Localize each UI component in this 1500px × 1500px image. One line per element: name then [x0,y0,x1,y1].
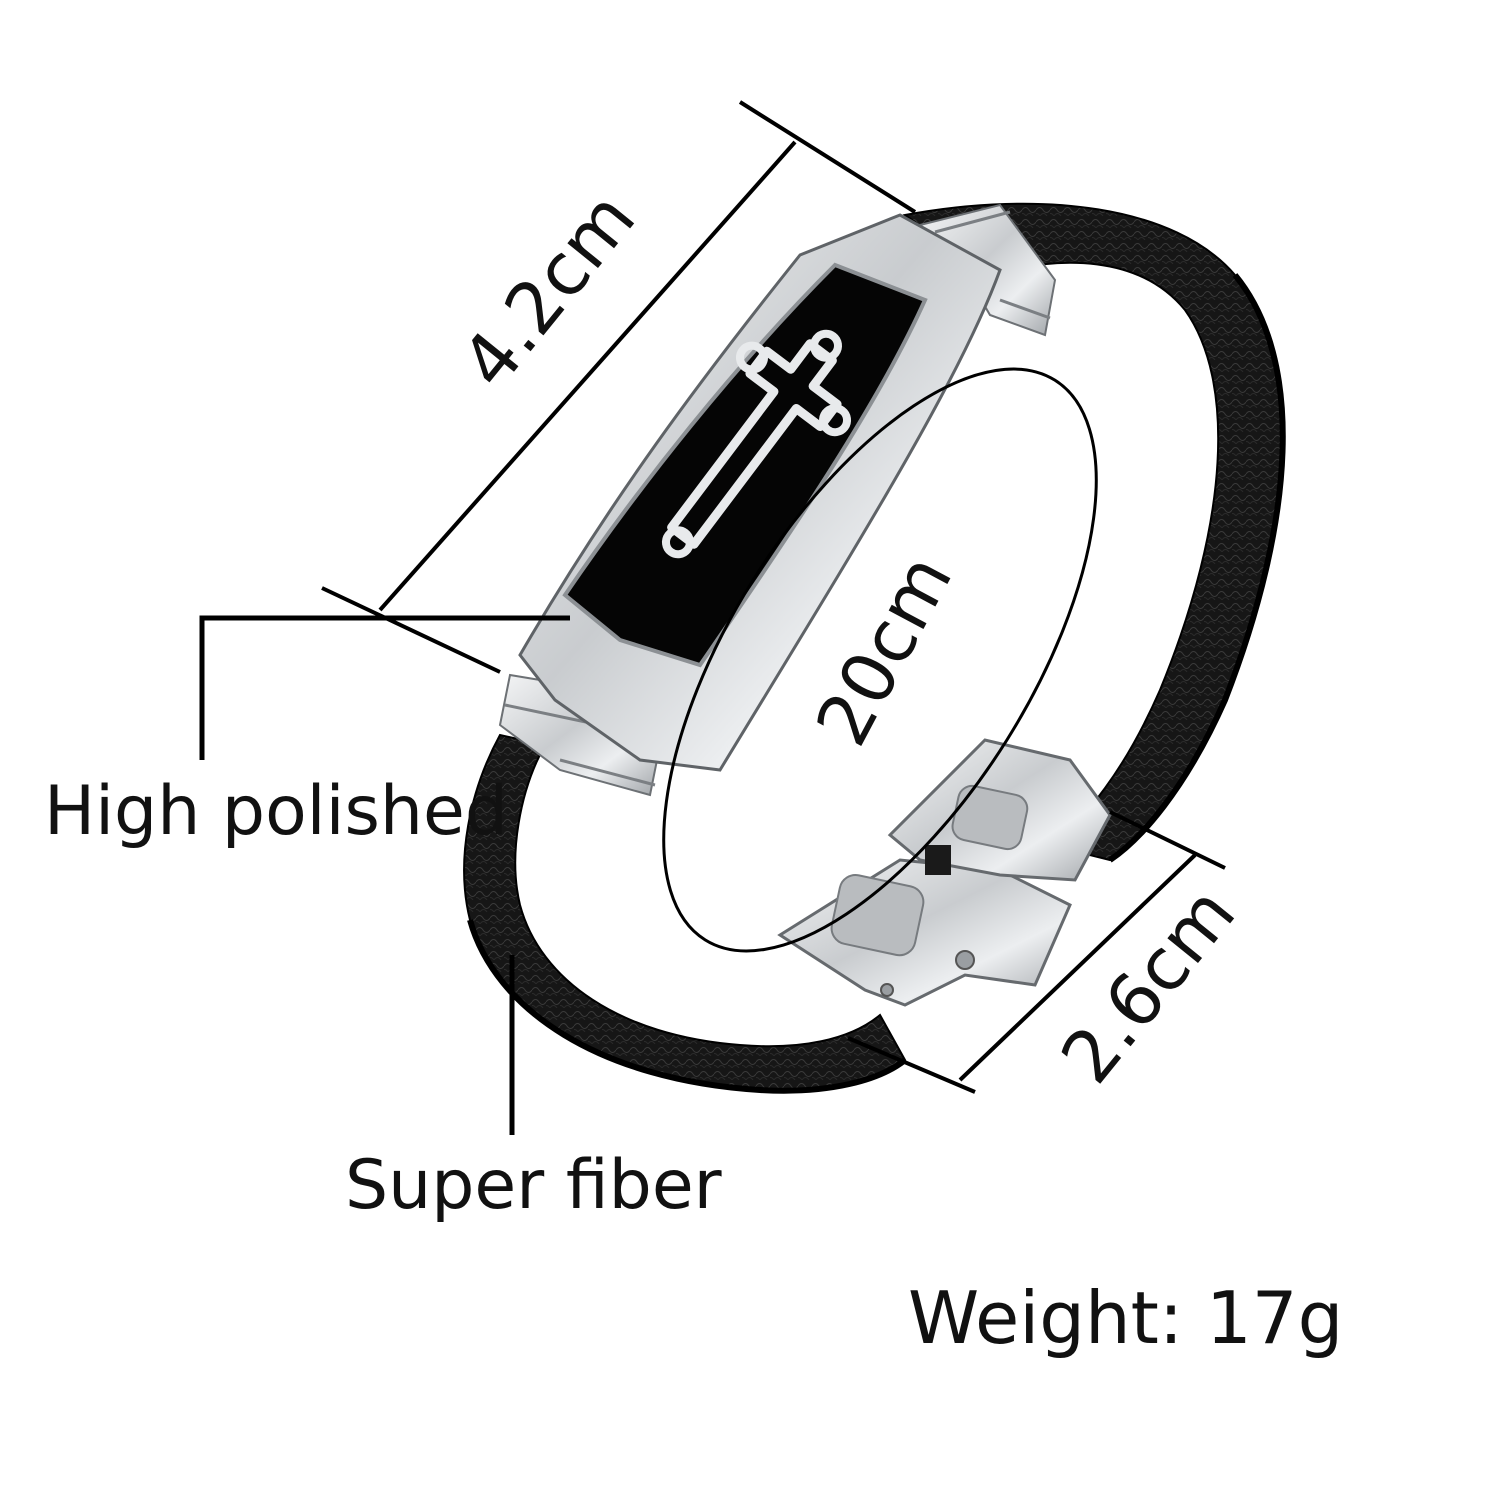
clasp [777,738,1112,1007]
cross-icon [661,329,852,559]
material-label: Super fiber [345,1146,722,1225]
plate-length-dimension-line [321,100,917,674]
weight-label: Weight: 17g [908,1276,1344,1360]
finish-label: High polished [44,772,508,851]
band-width-dimension-line [847,810,1226,1094]
high-polished-leader-line [199,615,570,760]
circumference-ellipse [662,367,1098,953]
steel-plate [518,213,1002,772]
